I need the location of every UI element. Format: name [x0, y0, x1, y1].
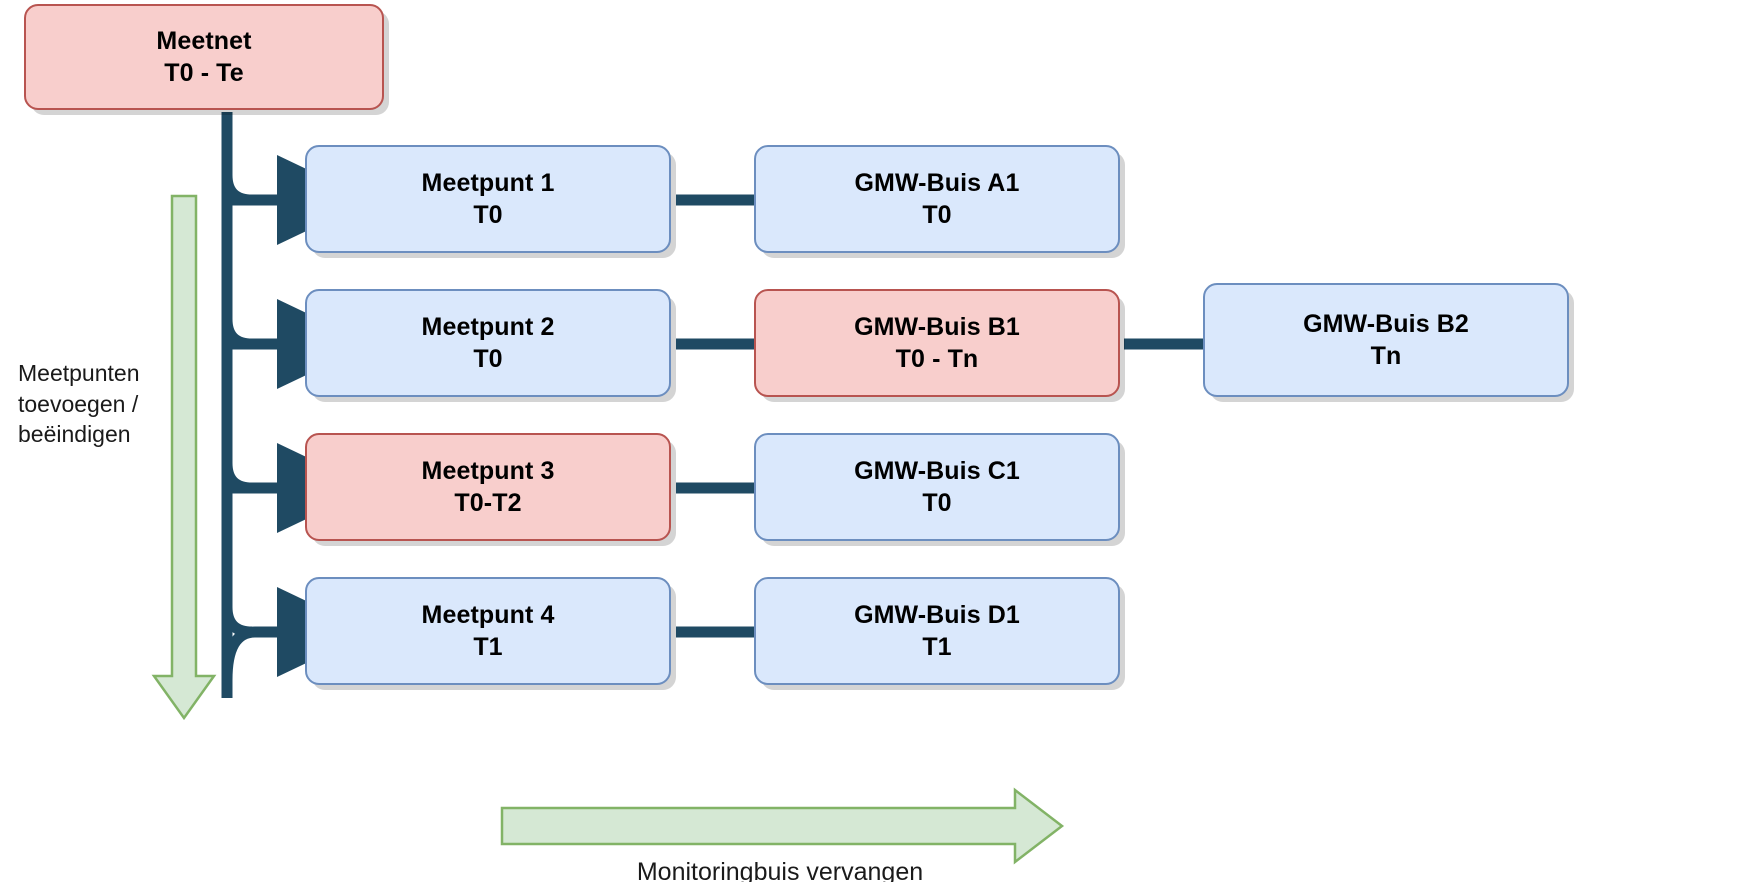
- node-buis-d1-line2: T1: [922, 633, 952, 661]
- node-buis-b2[interactable]: GMW-Buis B2 Tn: [1203, 283, 1569, 397]
- node-meetpunt2[interactable]: Meetpunt 2 T0: [305, 289, 671, 397]
- node-meetpunt1[interactable]: Meetpunt 1 T0: [305, 145, 671, 253]
- node-meetpunt1-line1: Meetpunt 1: [421, 169, 555, 197]
- node-buis-d1[interactable]: GMW-Buis D1 T1: [754, 577, 1120, 685]
- node-meetnet[interactable]: Meetnet T0 - Te: [24, 4, 384, 110]
- node-buis-b2-line1: GMW-Buis B2: [1303, 310, 1469, 338]
- node-meetnet-line2: T0 - Te: [164, 59, 244, 87]
- node-buis-b2-line2: Tn: [1370, 342, 1402, 370]
- node-meetpunt3[interactable]: Meetpunt 3 T0-T2: [305, 433, 671, 541]
- node-meetpunt3-line2: T0-T2: [454, 489, 522, 517]
- horizontal-arrow-label: Monitoringbuis vervangen: [636, 858, 924, 882]
- connector-meetnet-to-meetpunt4: [221, 586, 372, 681]
- node-buis-a1[interactable]: GMW-Buis A1 T0: [754, 145, 1120, 253]
- node-meetpunt4-line2: T1: [473, 633, 503, 661]
- node-meetpunt4-line1: Meetpunt 4: [421, 601, 555, 629]
- node-meetpunt4[interactable]: Meetpunt 4 T1: [305, 577, 671, 685]
- node-meetnet-line1: Meetnet: [156, 27, 252, 55]
- vertical-green-arrow: [151, 194, 217, 721]
- node-buis-b1-line1: GMW-Buis B1: [854, 313, 1020, 341]
- node-meetpunt1-line2: T0: [473, 201, 503, 229]
- node-buis-a1-line2: T0: [922, 201, 952, 229]
- connector-corner-1: [221, 174, 253, 206]
- connector-corner-3: [221, 462, 253, 494]
- node-meetpunt2-line2: T0: [473, 345, 503, 373]
- node-buis-a1-line1: GMW-Buis A1: [854, 169, 1020, 197]
- connector-corner-4: [221, 606, 253, 638]
- node-buis-d1-line1: GMW-Buis D1: [854, 601, 1020, 629]
- horizontal-green-arrow: [500, 787, 1065, 865]
- node-meetpunt3-line1: Meetpunt 3: [421, 457, 555, 485]
- node-buis-c1[interactable]: GMW-Buis C1 T0: [754, 433, 1120, 541]
- node-meetpunt2-line1: Meetpunt 2: [421, 313, 555, 341]
- node-buis-c1-line1: GMW-Buis C1: [854, 457, 1020, 485]
- node-buis-c1-line2: T0: [922, 489, 952, 517]
- connector-corner-2: [221, 318, 253, 350]
- node-buis-b1[interactable]: GMW-Buis B1 T0 - Tn: [754, 289, 1120, 397]
- node-buis-b1-line2: T0 - Tn: [895, 345, 979, 373]
- vertical-arrow-label: Meetpunten toevoegen / beëindigen: [18, 360, 140, 448]
